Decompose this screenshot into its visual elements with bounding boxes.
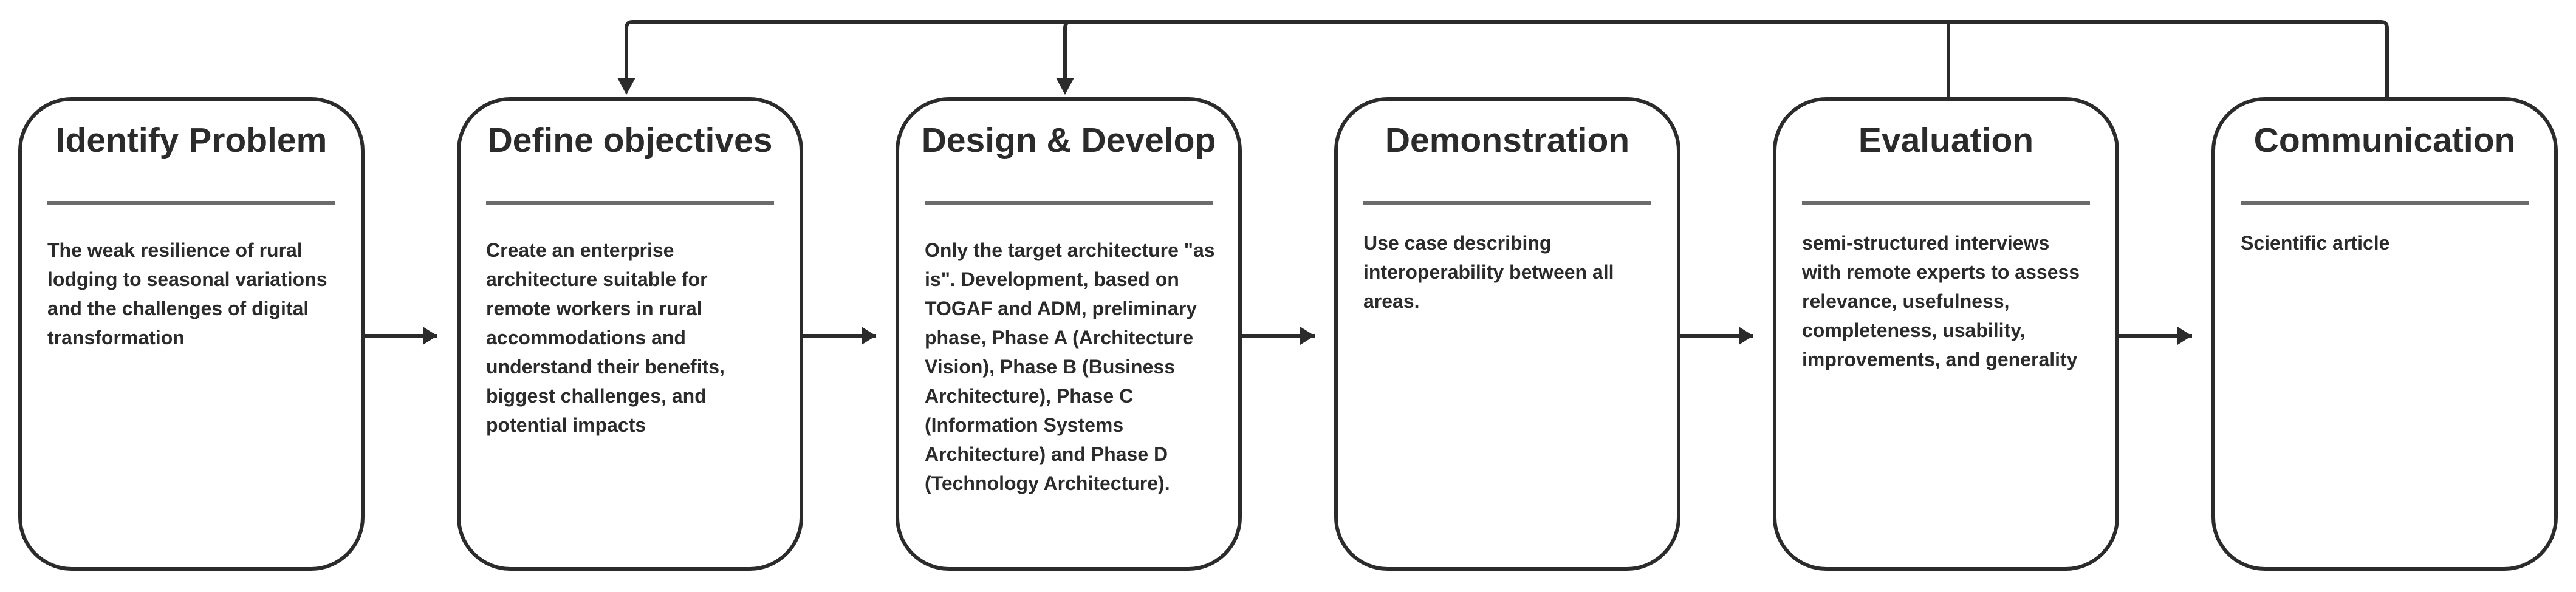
stage-demonstration: Demonstration Use case describing intero… (1334, 97, 1680, 571)
feedback-arrowhead-define-objectives (617, 78, 635, 95)
stage-define-objectives: Define objectives Create an enterprise a… (457, 97, 803, 571)
stage-communication: Communication Scientific article (2211, 97, 2558, 571)
stage-divider (47, 201, 335, 205)
feedback-line-communication (1063, 20, 2389, 97)
stage-title: Evaluation (1858, 121, 2034, 160)
feedback-line-evaluation (625, 20, 1950, 97)
stage-description: semi-structured interviews with remote e… (1802, 232, 2080, 370)
flow-arrowhead-1-2 (423, 327, 437, 345)
flow-arrowhead-3-4 (1300, 327, 1315, 345)
stage-divider (925, 201, 1213, 205)
stage-title: Identify Problem (55, 121, 327, 160)
stage-divider (1802, 201, 2090, 205)
stage-description: Only the target architecture "as is". De… (925, 239, 1215, 494)
flow-arrowhead-4-5 (1739, 327, 1753, 345)
stage-divider (2241, 201, 2529, 205)
stage-description: Create an enterprise architecture suitab… (486, 239, 725, 436)
stage-divider (1363, 201, 1651, 205)
stage-title: Communication (2253, 121, 2516, 160)
stage-title: Demonstration (1385, 121, 1630, 160)
stage-evaluation: Evaluation semi-structured interviews wi… (1773, 97, 2119, 571)
stage-design-develop: Design & Develop Only the target archite… (896, 97, 1242, 571)
flow-arrowhead-5-6 (2177, 327, 2192, 345)
flow-arrowhead-2-3 (862, 327, 876, 345)
stage-description: Scientific article (2241, 232, 2390, 254)
stage-title: Design & Develop (921, 121, 1216, 160)
stage-divider (486, 201, 774, 205)
stage-description: Use case describing interoperability bet… (1363, 232, 1614, 312)
stage-title: Define objectives (487, 121, 773, 160)
feedback-arrowhead-design-develop (1056, 78, 1074, 95)
stage-description: The weak resilience of rural lodging to … (47, 239, 327, 349)
stage-identify-problem: Identify Problem The weak resilience of … (18, 97, 365, 571)
